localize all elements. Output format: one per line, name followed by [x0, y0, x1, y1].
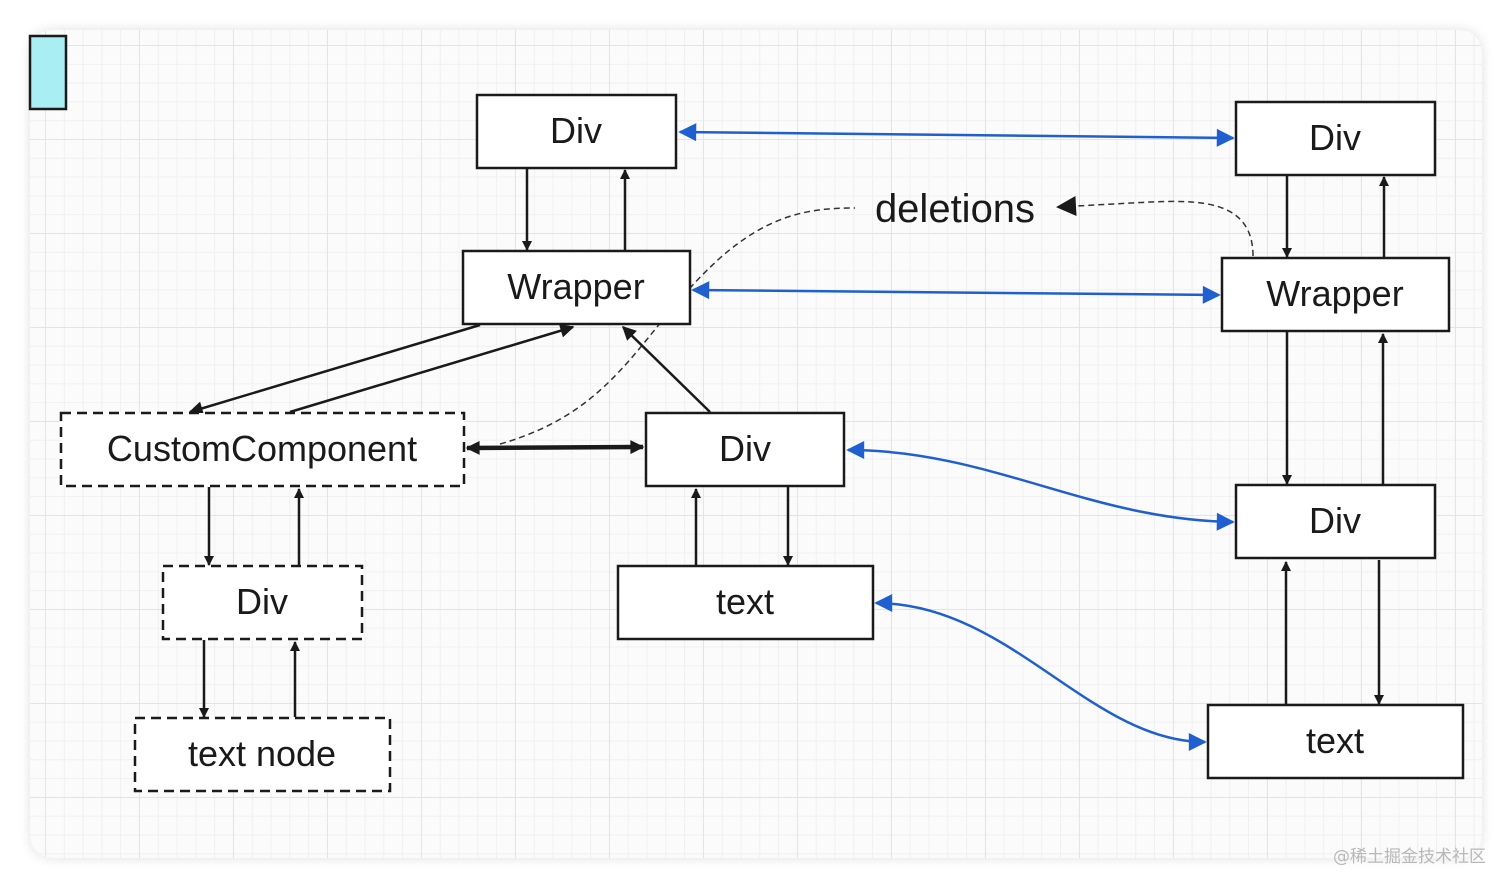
node-label: Wrapper: [507, 266, 644, 307]
node-label: Div: [236, 581, 288, 622]
deletions-curve-left: [499, 207, 856, 445]
node-label: Div: [550, 110, 602, 151]
alternate-link-mid-div: [846, 441, 1235, 531]
arrow-mid-div-to-wrapper: [621, 326, 711, 413]
node-left-div: Div: [475, 93, 678, 170]
node-left-wrapper: Wrapper: [461, 249, 692, 326]
node-right-text: text: [1206, 703, 1465, 780]
node-mid-text: text: [616, 564, 875, 641]
node-right-div: Div: [1234, 100, 1437, 177]
node-right-mid-div: Div: [1234, 483, 1437, 560]
node-right-wrapper: Wrapper: [1220, 256, 1451, 333]
node-label: Div: [1309, 117, 1361, 158]
node-cc-div: Div: [161, 564, 364, 641]
node-label: text: [716, 581, 774, 622]
node-custom-component: CustomComponent: [59, 411, 466, 488]
alternate-link-text: [874, 594, 1207, 751]
node-label: text: [1306, 720, 1364, 761]
node-label: Wrapper: [1266, 273, 1403, 314]
node-label: Div: [719, 428, 771, 469]
sticky-note: [28, 34, 68, 111]
node-label: Div: [1309, 500, 1361, 541]
node-label: text node: [188, 733, 336, 774]
node-text-node: text node: [133, 716, 392, 793]
watermark: @稀土掘金技术社区: [1333, 847, 1486, 867]
node-mid-div: Div: [644, 411, 846, 488]
arrow-cc-to-wrapper: [289, 323, 575, 414]
alternate-link-wrapper: [691, 281, 1221, 304]
deletions-label: deletions: [875, 187, 1035, 231]
arrow-wrapper-to-cc: [188, 323, 481, 416]
node-label: CustomComponent: [107, 428, 417, 469]
arrow-cc-sibling-div: [465, 440, 645, 455]
deletions-curve-right: [1056, 196, 1254, 257]
alternate-link-div: [678, 123, 1235, 147]
